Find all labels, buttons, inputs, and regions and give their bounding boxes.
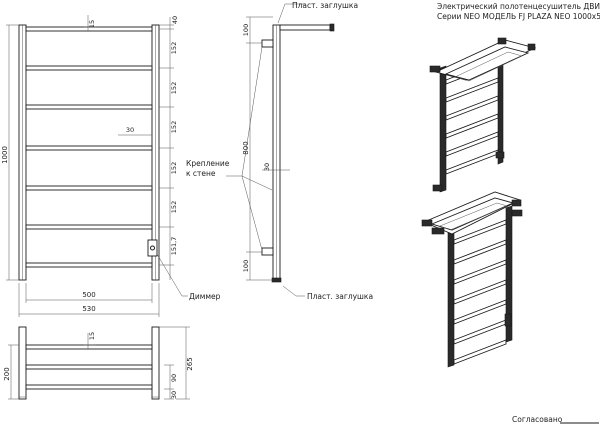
side-view: 100 800 100 30 Пласт. заглушка Пласт. за… (186, 1, 373, 301)
label-plug-top: Пласт. заглушка (292, 1, 358, 10)
side-mount-bottom (261, 247, 274, 256)
dim-spacing-4: 152 (170, 162, 178, 174)
isometric-view-upper (429, 37, 537, 193)
front-bar-4 (25, 145, 153, 151)
dim-side-top-100: 100 (242, 24, 250, 36)
dim-side-bottom-100: 100 (242, 260, 250, 272)
side-top-arm (279, 24, 331, 31)
dim-right-top-40: 40 (171, 16, 179, 24)
front-view: 1000 15 40 152 152 152 152 152 151,7 30 … (1, 15, 221, 317)
front-bar-6 (25, 224, 153, 230)
front-bar-2 (25, 65, 153, 71)
dim-width-500: 500 (82, 291, 95, 299)
label-mount-line1: Крепление (186, 159, 230, 168)
iso2-dimmer (504, 313, 512, 327)
front-bar-3 (25, 104, 153, 110)
top-bar-1 (25, 344, 153, 350)
front-bar-5 (25, 185, 153, 191)
dim-width-530: 530 (82, 305, 95, 313)
dim-spacing-2: 152 (170, 82, 178, 94)
dim-total-265: 265 (186, 357, 194, 370)
iso2-left-post (447, 225, 455, 368)
top-view: 15 200 90 30 265 (3, 326, 194, 400)
iso2-right-post (505, 205, 513, 343)
label-plug-bottom: Пласт. заглушка (307, 292, 373, 301)
plug-top (329, 23, 335, 32)
side-mount-top (261, 39, 274, 48)
label-dimmer: Диммер (189, 292, 221, 301)
dim-depth-200: 200 (3, 367, 11, 380)
front-bar-7 (25, 262, 153, 268)
dim-depth-90: 90 (170, 374, 178, 382)
title-line-1: Электрический полотенцесушитель ДВИН (437, 2, 600, 11)
dim-spacing-6: 151,7 (170, 237, 178, 256)
title-block: Электрический полотенцесушитель ДВИН Сер… (437, 2, 600, 21)
dim-side-depth-30: 30 (263, 163, 271, 171)
top-bar-2 (25, 364, 153, 370)
dim-height-1000: 1000 (1, 146, 9, 164)
approval-block: Согласовано (512, 415, 599, 424)
dimmer-box (147, 239, 158, 257)
dim-spacing-1: 152 (170, 42, 178, 54)
top-bar-3 (25, 384, 153, 390)
dim-side-middle-800: 800 (242, 141, 250, 154)
label-approved: Согласовано (512, 415, 563, 424)
isometric-view-lower (421, 191, 523, 368)
dim-top-15: 15 (88, 20, 96, 28)
dim-bar-offset-30: 30 (126, 126, 134, 134)
title-line-2: Серии NEO МОДЕЛЬ FJ PLAZA NEO 1000х500 (437, 12, 600, 21)
iso1-left-post (439, 65, 447, 193)
label-mount-line2: к стене (186, 169, 216, 178)
dim-depth-30: 30 (170, 391, 178, 399)
dim-spacing-5: 152 (170, 201, 178, 213)
dim-spacing-3: 152 (170, 121, 178, 133)
top-left-post (18, 326, 27, 400)
plug-bottom (271, 277, 282, 283)
top-right-post (151, 326, 160, 400)
dim-top-view-15: 15 (88, 332, 96, 340)
